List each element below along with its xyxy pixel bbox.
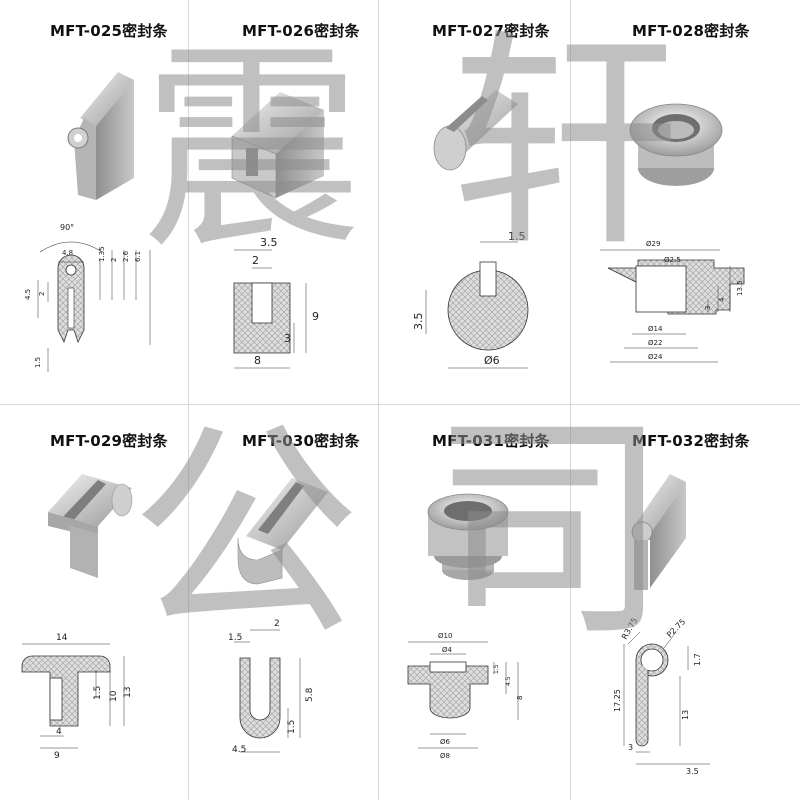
panel-title: MFT-026密封条 xyxy=(242,22,360,40)
dim-label: 1.5 xyxy=(93,686,103,700)
dim-label: Ø10 xyxy=(438,632,452,640)
panel-title: MFT-027密封条 xyxy=(432,22,550,40)
panel-mft-026: MFT-026密封条 3.5 2 9 3 8 xyxy=(188,0,378,400)
dim-label: 13.5 xyxy=(736,280,744,296)
mft-030-drawing: 1.5 2 5.8 1.5 4.5 xyxy=(228,478,328,755)
mft-032-3d-view xyxy=(631,474,686,590)
dim-label: 9 xyxy=(54,751,60,761)
mft-027-section xyxy=(425,241,529,369)
dim-label: 9 xyxy=(312,310,319,323)
dim-label: 3 xyxy=(284,332,291,345)
mft-032-section xyxy=(623,631,710,765)
panel-title: MFT-029密封条 xyxy=(50,432,168,450)
dim-label: 17.25 xyxy=(613,689,622,712)
divider xyxy=(378,0,379,800)
dim-label: 2 xyxy=(110,258,118,262)
panel-mft-025: MFT-025密封条 xyxy=(0,0,200,400)
mft-028-section xyxy=(600,249,745,363)
dim-label: 13 xyxy=(681,710,690,720)
dim-label: Ø6 xyxy=(440,738,451,746)
panel-mft-029: MFT-029密封条 14 1.5 10 13 xyxy=(0,408,200,800)
dim-label: 10 xyxy=(109,690,119,702)
dim-label: 2 xyxy=(252,254,259,267)
dim-label: 2.6 xyxy=(122,250,130,262)
divider xyxy=(570,0,571,800)
mft-030-3d-view xyxy=(237,478,328,585)
mft-026-drawing: 3.5 2 9 3 8 xyxy=(231,92,324,369)
dim-label: 2 xyxy=(38,292,46,296)
dim-angle: 90° xyxy=(60,223,74,232)
dim-label: 1.35 xyxy=(98,246,106,262)
panel-mft-027: MFT-027密封条 1.5 3.5 Ø6 xyxy=(378,0,570,400)
dim-label: 13 xyxy=(123,687,133,698)
dim-label: 4 xyxy=(718,297,726,302)
panel-title: MFT-030密封条 xyxy=(242,432,360,450)
dim-label: 3.5 xyxy=(412,313,425,331)
mft-031-drawing: Ø10 Ø4 1.5 4.5 8 Ø6 Ø8 xyxy=(407,493,524,760)
mft-031-section xyxy=(407,641,519,749)
mft-031-3d-view xyxy=(427,493,509,580)
dim-label: 4.8 xyxy=(62,249,73,257)
dim-label: 1.7 xyxy=(693,653,702,666)
mft-032-drawing: R3.75 P2.75 1.7 17.25 13 3 3.5 xyxy=(613,474,710,776)
mft-029-3d-view xyxy=(48,474,133,578)
mft-028-drawing: Ø29 Ø2.5 13.5 4 3 Ø14 Ø22 Ø24 xyxy=(600,103,745,363)
dim-label: 8 xyxy=(516,696,524,700)
dim-label: R3.75 xyxy=(620,616,639,641)
dim-label: 4.5 xyxy=(232,745,246,755)
panel-title: MFT-031密封条 xyxy=(432,432,550,450)
panel-mft-031: MFT-031密封条 Ø10 Ø4 xyxy=(378,408,570,800)
dim-label: 3 xyxy=(704,306,712,310)
dim-label: 4.5 xyxy=(505,676,512,686)
dim-label: 1.5 xyxy=(493,664,500,674)
dim-label: Ø8 xyxy=(440,752,450,760)
dim-label: 3.5 xyxy=(686,767,699,776)
dim-label: 2 xyxy=(274,619,280,629)
dim-label: 1.5 xyxy=(508,230,526,243)
mft-026-section xyxy=(233,249,307,369)
dim-label: 3 xyxy=(628,743,633,752)
dim-label: Ø4 xyxy=(442,646,453,654)
dim-label: 3.5 xyxy=(260,236,278,249)
mft-025-section xyxy=(37,241,151,372)
dim-label: 4.5 xyxy=(24,289,32,300)
dim-label: 4 xyxy=(56,727,62,737)
mft-025-3d-view xyxy=(67,72,134,200)
panel-title: MFT-032密封条 xyxy=(632,432,750,450)
mft-030-section xyxy=(234,629,301,753)
dim-label: P2.75 xyxy=(665,617,687,639)
dim-label: Ø2.5 xyxy=(664,256,681,264)
mft-028-3d-view xyxy=(629,103,723,186)
panel-title: MFT-028密封条 xyxy=(632,22,750,40)
mft-027-drawing: 1.5 3.5 Ø6 xyxy=(412,90,529,369)
dim-label: 14 xyxy=(56,633,68,643)
mft-029-drawing: 14 1.5 10 13 4 9 xyxy=(21,474,133,761)
dim-label: 1.5 xyxy=(34,357,42,368)
panel-mft-028: MFT-028密封条 Ø29 Ø2.5 13. xyxy=(570,0,800,400)
divider xyxy=(188,0,189,800)
dim-label: 1.5 xyxy=(287,720,297,734)
mft-027-3d-view xyxy=(433,90,518,171)
mft-029-section xyxy=(21,643,125,749)
dim-label: 6.1 xyxy=(134,251,142,262)
panel-title: MFT-025密封条 xyxy=(50,22,168,40)
mft-025-drawing: 90° 4.8 1.35 2 2.6 6.1 4.5 2 1.5 xyxy=(24,72,151,372)
mft-026-3d-view xyxy=(231,92,324,199)
dim-label: Ø24 xyxy=(648,353,663,361)
dim-label: Ø6 xyxy=(484,354,500,367)
dim-label: 1.5 xyxy=(228,633,242,643)
divider xyxy=(0,404,800,405)
panel-mft-032: MFT-032密封条 R3.75 P2.75 xyxy=(570,408,800,800)
panel-mft-030: MFT-030密封条 1.5 2 5.8 1.5 4.5 xyxy=(188,408,378,800)
dim-label: 5.8 xyxy=(305,687,315,702)
dim-label: Ø22 xyxy=(648,339,662,347)
dim-label: Ø14 xyxy=(648,325,663,333)
dim-label: Ø29 xyxy=(646,240,660,248)
dim-label: 8 xyxy=(254,354,261,367)
